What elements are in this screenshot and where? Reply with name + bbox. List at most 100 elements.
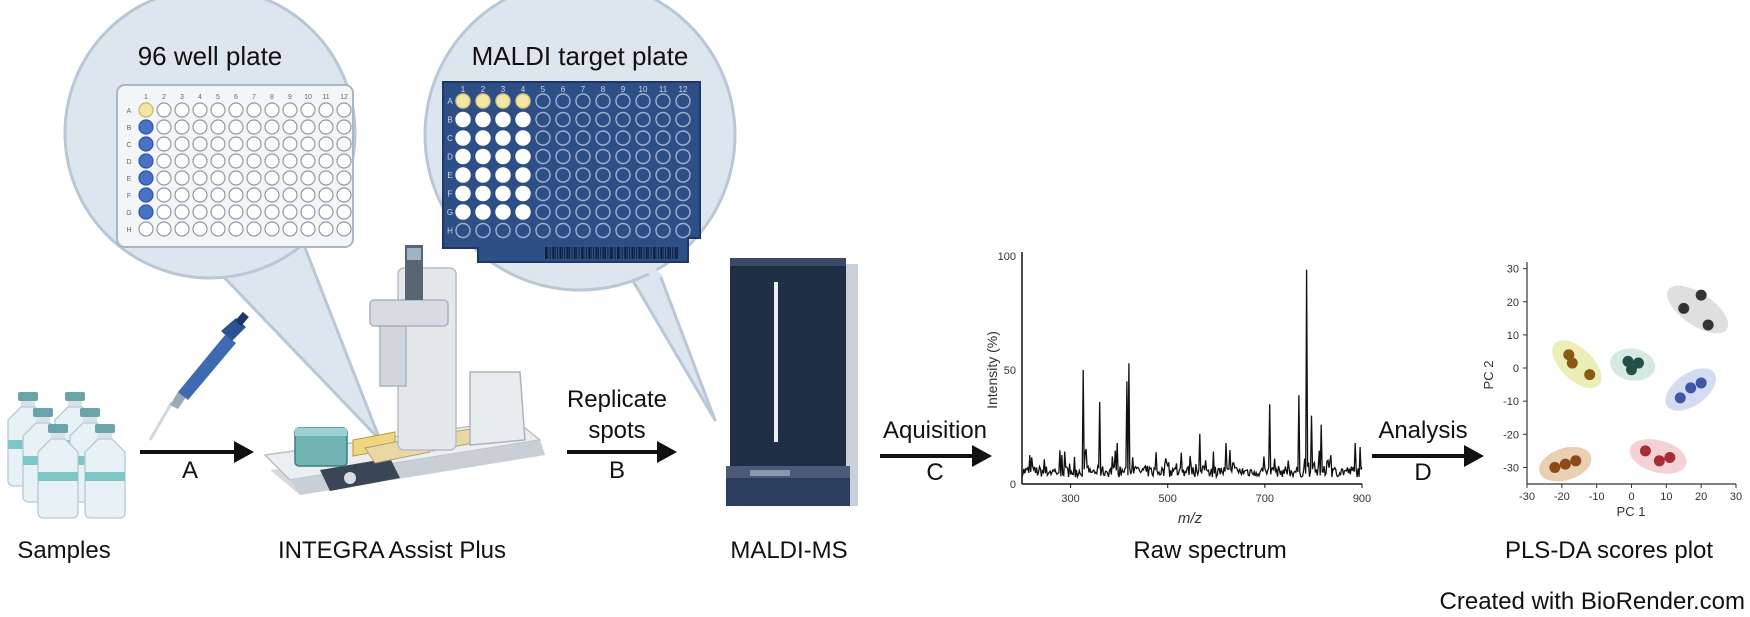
maldi-spot bbox=[455, 222, 471, 239]
maldi-spot bbox=[495, 167, 511, 183]
plate96-well bbox=[156, 136, 172, 152]
plate96-well bbox=[282, 204, 298, 220]
maldi-spot bbox=[555, 93, 571, 109]
stage-integra-label: INTEGRA Assist Plus bbox=[278, 537, 506, 564]
plate96-well bbox=[138, 153, 154, 169]
spectrum-x-tick-label: 300 bbox=[1061, 493, 1079, 505]
maldi-spot bbox=[535, 204, 551, 220]
maldi-spot bbox=[595, 167, 611, 183]
plate96-col-label: 9 bbox=[288, 94, 292, 101]
arrow-c bbox=[880, 445, 992, 467]
maldi-spot bbox=[475, 111, 491, 128]
plate96-well bbox=[336, 102, 352, 118]
plate96-well bbox=[336, 119, 352, 135]
maldi-spot bbox=[575, 148, 591, 165]
plate96-well bbox=[300, 119, 316, 135]
maldi-spot bbox=[475, 148, 491, 165]
plate96-well bbox=[282, 187, 298, 203]
maldi-spot bbox=[575, 204, 591, 220]
spectrum-y-tick-label: 0 bbox=[1010, 479, 1016, 491]
maldi-spot bbox=[515, 222, 531, 239]
maldi-spot bbox=[475, 185, 491, 202]
maldi-spot bbox=[635, 167, 651, 183]
plate96-well bbox=[156, 187, 172, 203]
plate96-well bbox=[210, 119, 226, 135]
arrow-d bbox=[1372, 445, 1484, 467]
plate96-well bbox=[246, 204, 262, 220]
stage-raw-spectrum-label: Raw spectrum bbox=[1133, 537, 1286, 564]
plate96-well bbox=[138, 136, 154, 152]
plsda-point bbox=[1695, 289, 1707, 301]
zoom-96-title: 96 well plate bbox=[138, 41, 283, 71]
plate96-well bbox=[156, 221, 172, 237]
plsda-point bbox=[1639, 445, 1651, 457]
plate96-row-label: E bbox=[127, 176, 132, 183]
plate96-well bbox=[336, 153, 352, 169]
plate96-well bbox=[138, 170, 154, 186]
step-b-line2: spots bbox=[588, 417, 645, 444]
plate96-well bbox=[228, 221, 244, 237]
plate96-row-label: F bbox=[127, 193, 131, 200]
plsda-x-tick-label: -10 bbox=[1589, 491, 1605, 503]
maldi-spot bbox=[555, 130, 571, 146]
pipette-illustration bbox=[148, 311, 249, 441]
maldi-col-label: 2 bbox=[481, 85, 486, 94]
maldi-spot bbox=[555, 185, 571, 202]
maldi-col-label: 12 bbox=[679, 85, 688, 94]
maldi-spot bbox=[655, 93, 671, 109]
plate96-well bbox=[174, 136, 190, 152]
plsda-point bbox=[1695, 377, 1707, 389]
maldi-spot bbox=[515, 148, 531, 165]
maldi-spot bbox=[615, 93, 631, 109]
maldi-spot bbox=[675, 185, 691, 202]
plate96-well bbox=[192, 102, 208, 118]
step-d-text: Analysis bbox=[1378, 417, 1467, 444]
plsda-y-tick-label: 10 bbox=[1507, 330, 1519, 342]
maldi-spot bbox=[455, 185, 471, 202]
plate96-well bbox=[264, 221, 280, 237]
plate96-well bbox=[318, 187, 334, 203]
plate96-well bbox=[264, 153, 280, 169]
biorender-credit: Created with BioRender.com bbox=[1440, 588, 1745, 615]
spectrum-x-label: m/z bbox=[1178, 510, 1203, 527]
maldi-spot bbox=[675, 167, 691, 183]
maldi-spot bbox=[475, 130, 491, 146]
maldi-spot bbox=[635, 148, 651, 165]
plsda-point bbox=[1570, 455, 1582, 467]
plate96-col-label: 4 bbox=[198, 94, 202, 101]
plsda-x-tick-label: -30 bbox=[1519, 491, 1535, 503]
maldi-spot bbox=[575, 111, 591, 128]
zoom-maldi-title: MALDI target plate bbox=[472, 41, 689, 71]
plate96-well bbox=[264, 170, 280, 186]
plate96-well bbox=[228, 153, 244, 169]
maldi-spot bbox=[475, 222, 491, 239]
maldi-spot bbox=[495, 204, 511, 220]
plsda-x-tick-label: 10 bbox=[1660, 491, 1672, 503]
spectrum-y-tick-label: 100 bbox=[998, 251, 1016, 263]
maldi-spot bbox=[615, 148, 631, 165]
maldi-spot bbox=[515, 204, 531, 220]
plate96-well bbox=[282, 153, 298, 169]
plate96-well bbox=[282, 170, 298, 186]
maldi-col-label: 3 bbox=[501, 85, 506, 94]
maldi-spot bbox=[655, 148, 671, 165]
maldi-spot bbox=[595, 204, 611, 220]
maldi-spot bbox=[555, 222, 571, 239]
maldi-spot bbox=[615, 130, 631, 146]
plate96-col-label: 6 bbox=[234, 94, 238, 101]
plate96-well bbox=[192, 221, 208, 237]
maldi-spot bbox=[675, 130, 691, 146]
maldi-row-label: E bbox=[447, 171, 452, 180]
maldi-spot bbox=[635, 130, 651, 146]
maldi-row-label: H bbox=[447, 227, 453, 236]
maldi-spot bbox=[495, 185, 511, 202]
maldi-col-label: 10 bbox=[639, 85, 648, 94]
stage-maldi-label: MALDI-MS bbox=[730, 537, 847, 564]
plate96-well bbox=[300, 170, 316, 186]
plate96-well bbox=[210, 102, 226, 118]
plsda-group-ellipse bbox=[1667, 285, 1729, 334]
plate96-well bbox=[318, 102, 334, 118]
plate96-well bbox=[318, 170, 334, 186]
